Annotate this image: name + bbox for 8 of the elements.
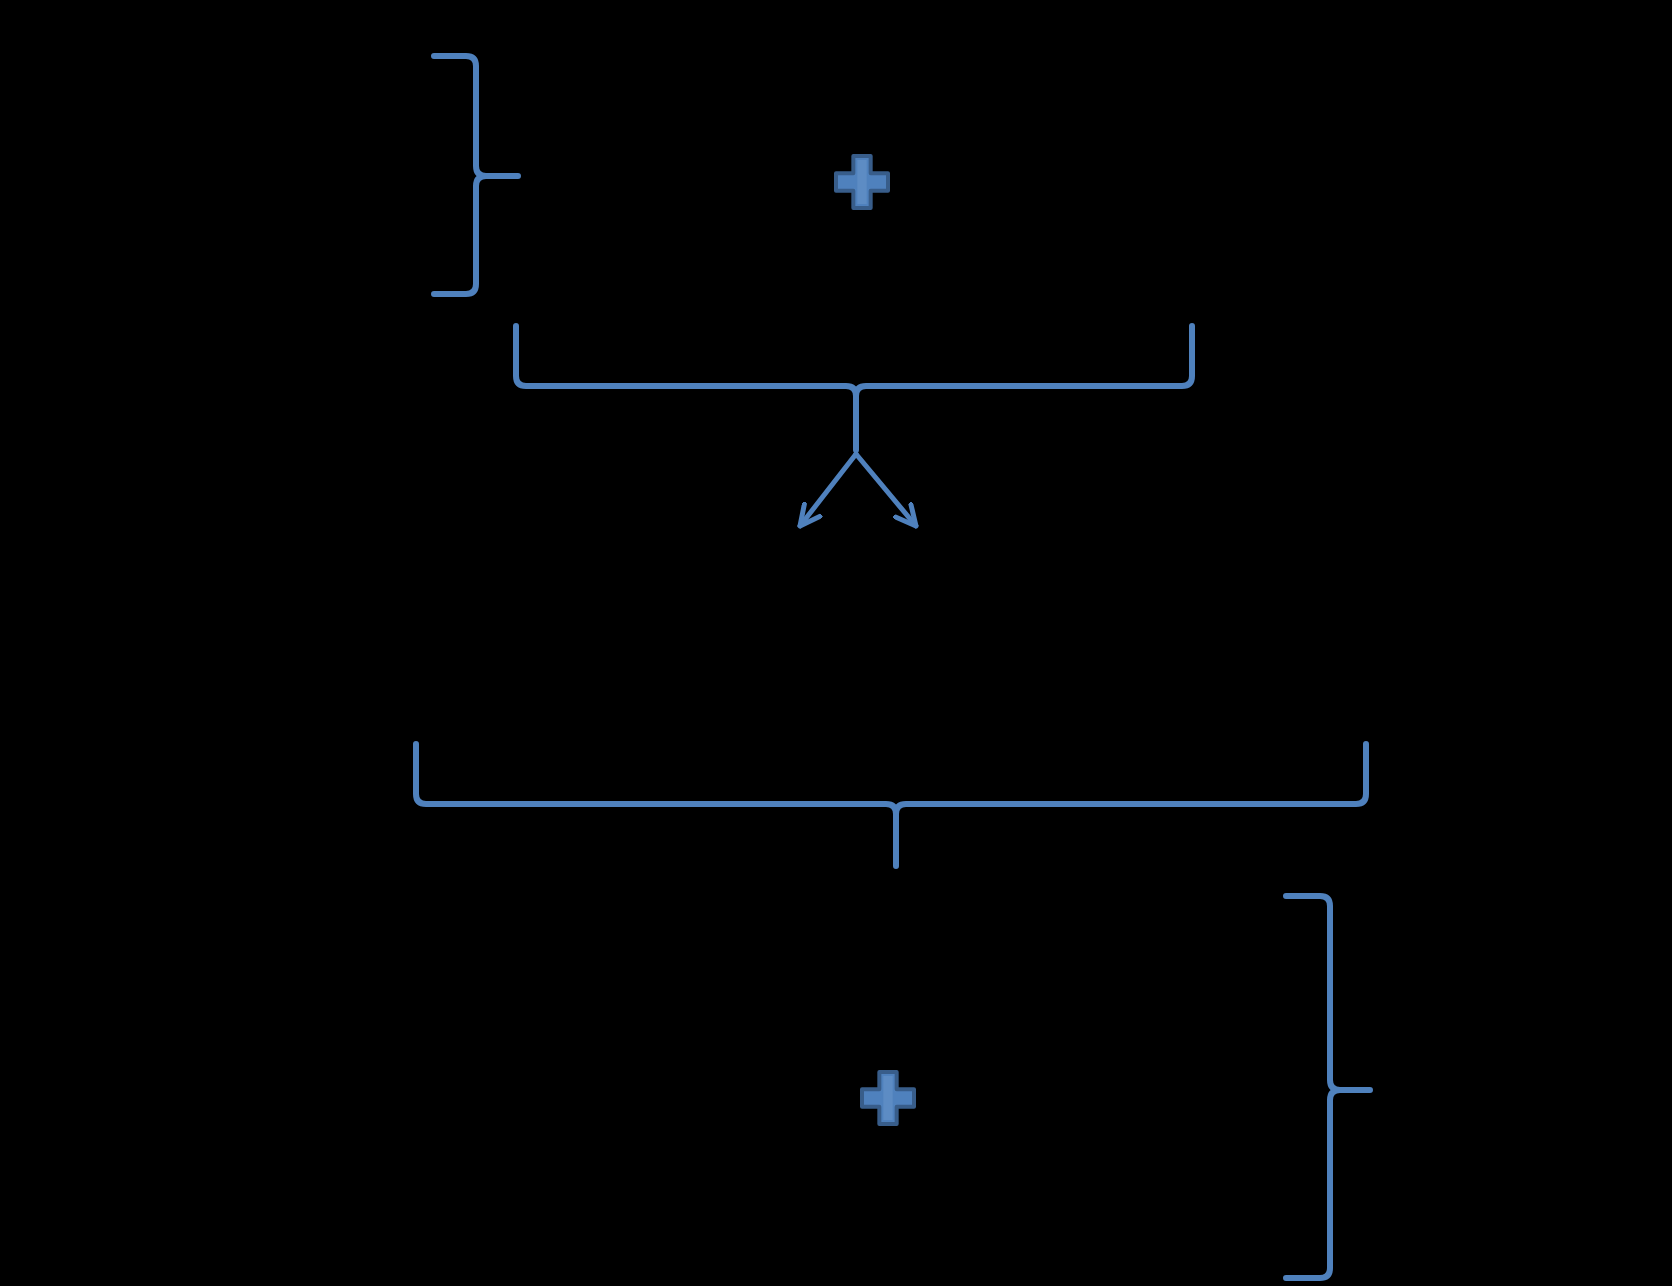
plus-icon — [832, 152, 892, 212]
curly-brace — [1282, 892, 1374, 1282]
arrow — [797, 451, 859, 529]
curly-brace — [512, 322, 1196, 454]
arrow — [853, 451, 919, 529]
plus-icon — [858, 1068, 918, 1128]
curly-brace — [412, 740, 1370, 870]
curly-brace — [430, 52, 522, 298]
